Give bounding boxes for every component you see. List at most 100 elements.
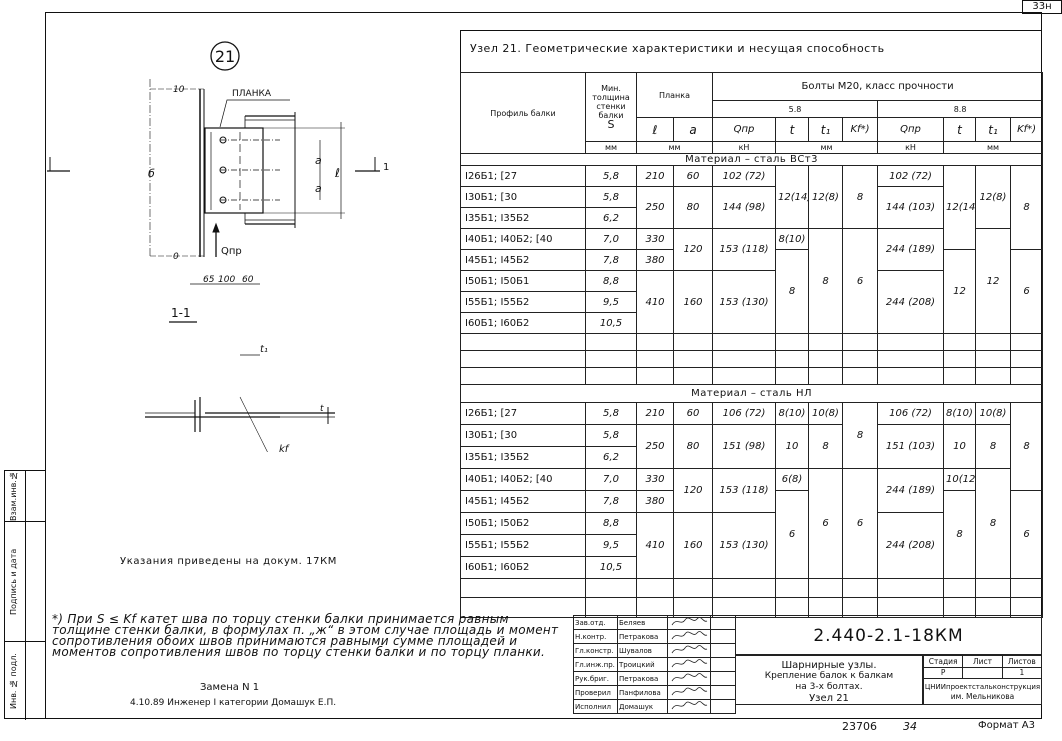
revision-line: 4.10.89 Инженер I категории Домашук Е.П. [130,698,337,708]
cell-a: 80 [673,424,713,469]
cell-q88: 244 (189) [877,228,944,271]
blank-cell [943,333,976,351]
material-row: Материал – сталь НЛ [459,384,1044,403]
cell-l: 330 [636,468,674,491]
cell-s: 5,8 [585,424,637,447]
handwritten-signature [667,615,711,630]
cell-t88: 10(12) [943,468,976,491]
signature-role: Гл.констр. [573,643,618,658]
signature-date [710,671,736,686]
cell-q88: 151 (103) [877,424,944,469]
blank-cell [712,578,776,598]
blank-cell [842,367,878,385]
stage-table: Стадия Лист Листов Р 1 [922,655,1043,679]
section-mark-right: 1 [383,162,389,173]
handwritten-signature [667,643,711,658]
cell-q88: 244 (208) [877,512,944,579]
header-planka: Планка [636,72,713,118]
cell-t58: 6 [775,490,809,579]
blank-cell [808,350,843,368]
blank-cell [585,578,637,598]
cell-l: 250 [636,424,674,469]
blank-cell [975,367,1011,385]
material-row: Материал – сталь ВСт3 [459,153,1044,166]
cell-l: 410 [636,270,674,334]
cell-s: 9,5 [585,291,637,313]
cell-q88: 106 (72) [877,402,944,425]
cell-t88: 8 [943,490,976,579]
signature-role: Рук.бриг. [573,671,618,686]
blank-cell [673,350,713,368]
cell-t58: 10 [775,424,809,469]
blank-cell [673,578,713,598]
cell-a: 120 [673,228,713,271]
signature-row: Н.контр.Петракова [573,629,736,644]
blank-cell [460,578,586,598]
stamp-inv-podl: Инв. № подл. [9,653,18,709]
blank-row [460,333,1044,351]
footnote: *) При S ≤ Kf катет шва по торцу стенки … [52,612,559,659]
signature-date [710,657,736,672]
cell-profile: I30Б1; [30 [460,424,586,447]
blank-cell [877,367,944,385]
cell-q88: 144 (103) [877,186,944,229]
header-bolts: Болты М20, класс прочности [711,72,1044,101]
blank-cell [636,333,674,351]
cell-l: 250 [636,186,674,229]
cell-kf88: 6 [1009,490,1044,579]
blank-cell [636,350,674,368]
cell-profile: I45Б1; I45Б2 [460,490,586,513]
header-q-58: Qпр [712,117,776,142]
blank-cell [460,333,586,351]
blank-cell [1009,367,1044,385]
title-line-4: Узел 21 [809,693,849,704]
cell-kf88: 8 [1009,402,1044,491]
header-t-88: t [943,117,976,142]
header-l: ℓ [636,117,674,142]
cell-s: 7,0 [585,468,637,491]
cell-s: 10,5 [585,556,637,579]
cell-q88: 102 (72) [877,165,944,187]
cell-profile: I45Б1; I45Б2 [460,249,586,271]
stage-value: Р [922,666,964,679]
signature-date [710,629,736,644]
cell-s: 9,5 [585,534,637,557]
unit-planka: мм [636,141,713,154]
cell-s: 6,2 [585,207,637,229]
cell-profile: I26Б1; [27 [460,165,586,187]
title-line-1: Шарнирные узлы. [781,660,877,671]
cell-q58: 153 (130) [712,270,776,334]
document-code: 2.440-2.1-18КМ [735,615,1042,655]
cell-profile: I55Б1; I55Б2 [460,291,586,313]
blank-cell [636,578,674,598]
cell-q58: 153 (118) [712,468,776,513]
page-number: 34 [903,720,917,733]
cell-l: 330 [636,228,674,250]
blank-cell [943,578,976,598]
signature-name: Беляев [617,615,668,630]
cell-q58: 153 (130) [712,512,776,579]
cell-kf58: 6 [842,468,878,579]
dim-65: 65 [203,275,215,285]
instruction-text: Указания приведены на докум. 17КМ [120,556,338,567]
cell-t88: 8(10) [943,402,976,425]
cell-t88: 12 [943,249,976,334]
blank-cell [636,367,674,385]
blank-cell [1009,350,1044,368]
header-kf-88: Kf*) [1009,117,1044,142]
left-stamp-strip: Взам.инв.№ Подпись и дата Инв. № подл. [4,470,46,720]
signature-row: Гл.констр.Шувалов [573,643,736,658]
signature-date [710,685,736,700]
signature-name: Петракова [617,629,668,644]
signature-date [710,615,736,630]
cell-t88: 12(14) [943,165,976,250]
cell-t158: 12(8) [808,165,843,229]
cell-kf88: 8 [1009,165,1044,250]
